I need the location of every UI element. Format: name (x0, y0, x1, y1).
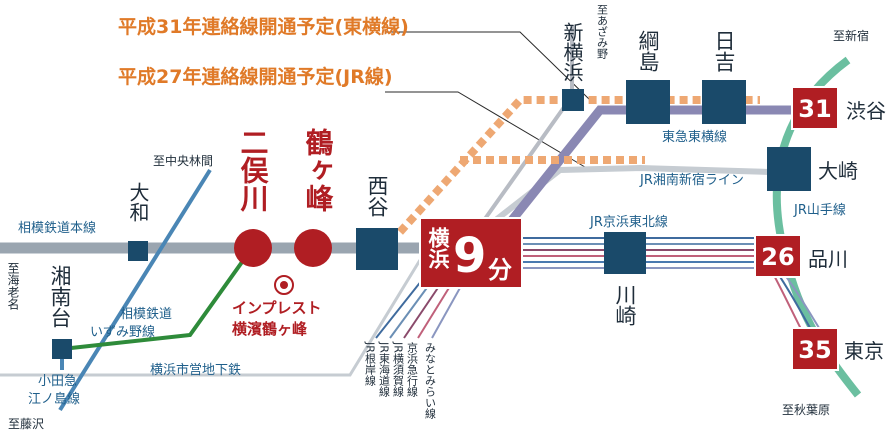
property-name-line2: 横濱鶴ヶ峰 (232, 320, 308, 338)
izumino-label-1: 相模鉄道 (120, 307, 172, 322)
station-marker-kawasaki (604, 232, 646, 274)
minatomirai-label: みなとみらい線 (424, 342, 437, 419)
jr-callout-leader (385, 91, 591, 171)
station-marker-tsurugamine (294, 229, 332, 267)
shinagawa-time-box (754, 234, 802, 278)
station-marker-nishiya (356, 228, 398, 270)
keikyu-label: 京浜急行線 (406, 341, 419, 397)
shibuya-minutes: 31 (798, 95, 831, 123)
shinagawa-minutes: 26 (761, 243, 794, 271)
chuo-rinkan-line (58, 168, 212, 412)
property-marker-icon (274, 275, 294, 295)
station-marker-osaki (767, 147, 811, 191)
station-marker-hiyoshi (702, 80, 746, 124)
station-marker-tsunashima (626, 80, 670, 124)
station-hiyoshi-label: 日吉 (712, 30, 736, 72)
station-marker-shin-yokohama (562, 89, 584, 111)
odakyu-label-1: 小田急 (38, 374, 77, 389)
dest-ebina: 至海老名 (6, 262, 20, 310)
property-name-line1: インプレスト (232, 299, 322, 317)
tokyo-minutes: 35 (798, 336, 831, 364)
station-marker-yamato (128, 241, 148, 261)
station-tsurugamine-label: 鶴ヶ峰 (302, 128, 335, 212)
station-shinagawa-label: 品川 (808, 247, 848, 271)
toyoko-label: 東急東横線 (662, 129, 727, 145)
planned-toyoko-connector (397, 96, 760, 235)
dest-shinjuku: 至新宿 (833, 28, 869, 43)
station-shibuya-label: 渋谷 (846, 99, 886, 123)
station-tsunashima-label: 綱島 (636, 30, 660, 72)
jr-shonan-shinjuku-line (468, 164, 771, 243)
tokyo-time-box (791, 327, 839, 371)
station-osaki-label: 大崎 (818, 159, 858, 183)
sotetsu-main-label: 相模鉄道本線 (18, 220, 96, 236)
station-futamatagawa-label: 二俣川 (237, 128, 270, 212)
dest-chuo-rinkan: 至中央林間 (153, 153, 213, 168)
jr-shonan-shinjuku-label: JR湘南新宿ライン (639, 172, 744, 188)
station-nishiya-label: 西谷 (365, 175, 389, 217)
yokohama-minutes-number: 9 (453, 228, 486, 284)
station-kawasaki-label: 川崎 (613, 284, 637, 326)
station-marker-shonandai (52, 339, 72, 359)
tokyu-toyoko-line (496, 105, 820, 238)
station-shonandai-label: 湘南台 (48, 265, 72, 328)
dest-akihabara: 至秋葉原 (782, 403, 830, 417)
yokohama-time-box (419, 217, 523, 289)
shibuya-time-box (791, 86, 839, 130)
jr-tokaido-label: JR東海道線 (378, 341, 391, 397)
station-yokohama-label: 横浜 (426, 227, 450, 270)
dest-fujisawa: 至藤沢 (8, 417, 44, 431)
station-yamato-label: 大和 (126, 182, 150, 222)
jr-keihin-tohoku-label: JR京浜東北線 (589, 214, 668, 230)
jr-yamanote-label: JR山手線 (793, 202, 846, 218)
jr-negishi-label: JR根岸線 (364, 341, 377, 386)
toyoko-callout-leader (385, 31, 591, 101)
toyoko-plan-callout: 平成31年連絡線開通予定(東横線) (118, 15, 409, 38)
yokohama-subway-line (0, 259, 422, 377)
subway-label: 横浜市営地下鉄 (150, 362, 241, 378)
odakyu-label-2: 江ノ島線 (28, 391, 80, 407)
sotetsu-izumino-line (61, 246, 254, 351)
yokohama-minutes-unit: 分 (488, 256, 512, 284)
izumino-label-2: いずみ野線 (90, 324, 155, 340)
station-shin-yokohama-label: 新横浜 (560, 22, 584, 82)
dest-azamino: 至あざみ野 (596, 4, 609, 59)
jr-plan-callout: 平成27年連絡線開通予定(JR線) (118, 65, 393, 88)
jr-yokosuka-label: JR横須賀線 (392, 341, 405, 397)
station-marker-futamatagawa (234, 229, 272, 267)
station-tokyo-label: 東京 (844, 339, 884, 363)
